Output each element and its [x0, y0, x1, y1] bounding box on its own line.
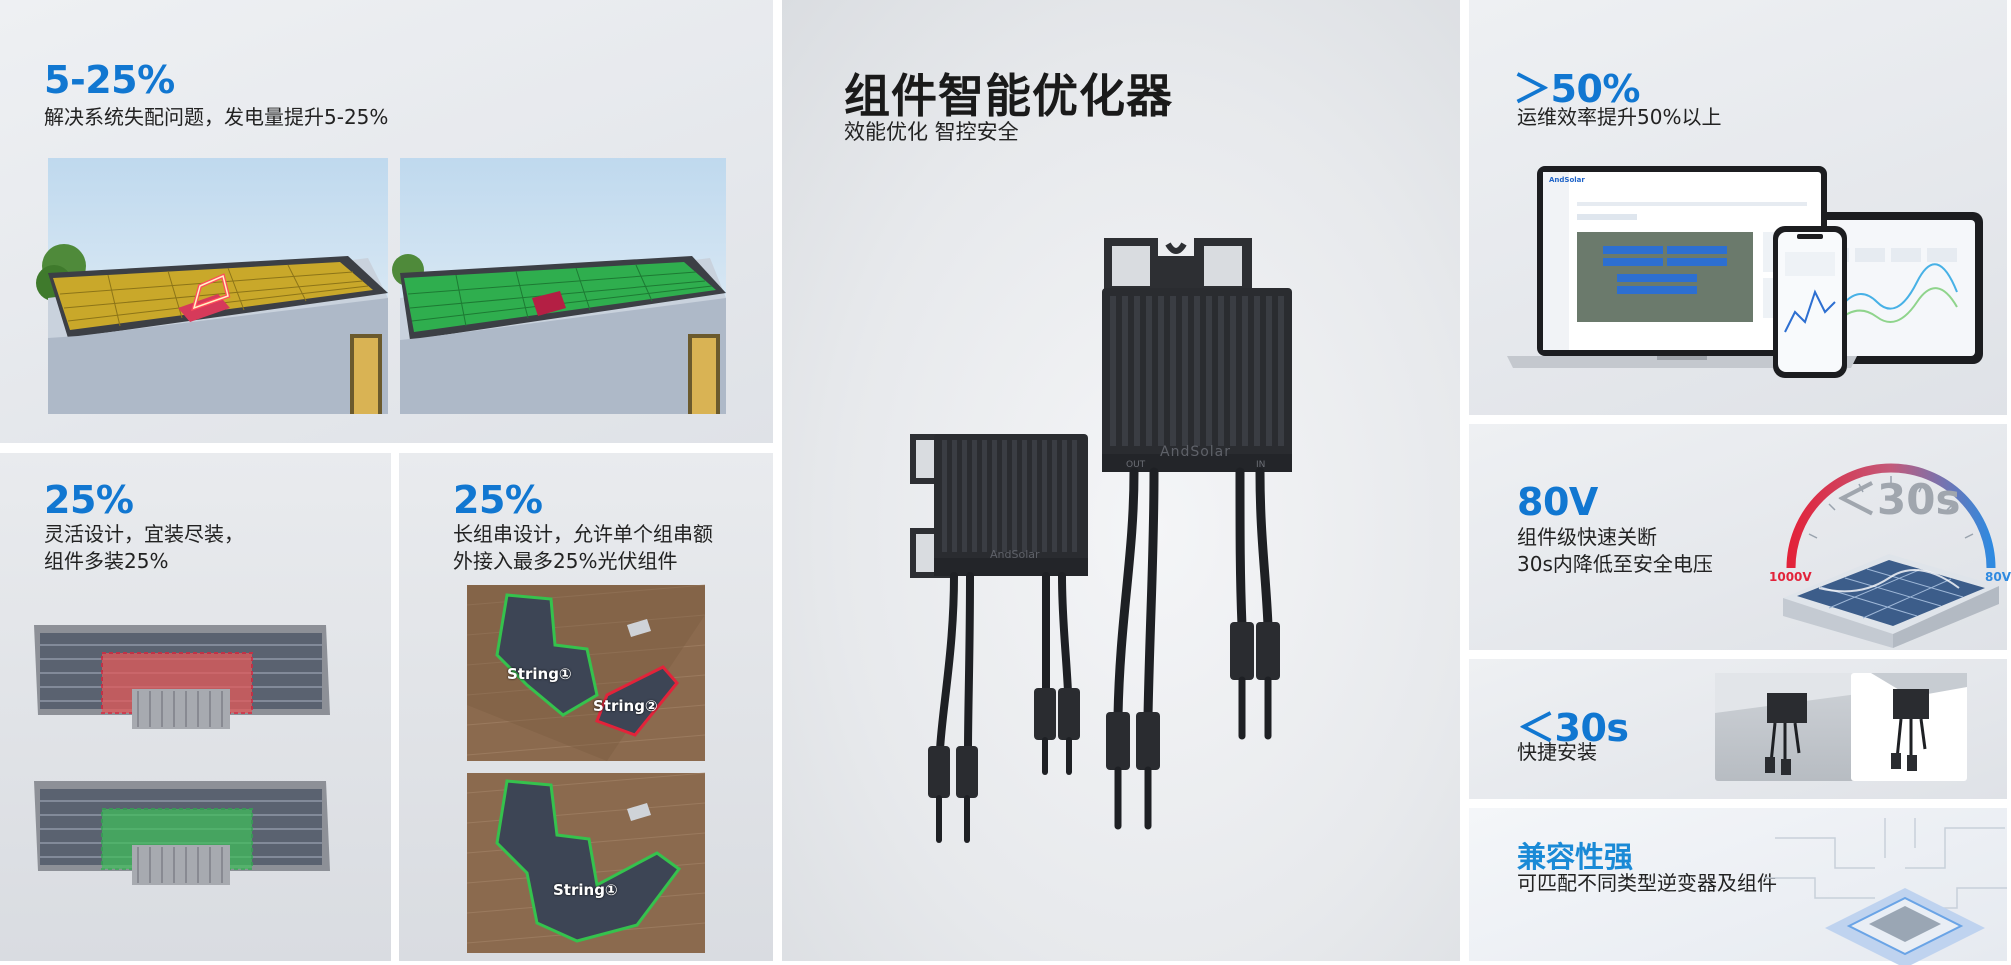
string1b-label: String①	[553, 881, 618, 899]
shutdown-stat: 80V	[1517, 480, 1598, 524]
panel-install: ＜30s 快捷安装	[1469, 659, 2007, 799]
flexible-stat: 25%	[44, 478, 134, 522]
string1-label: String①	[507, 665, 572, 683]
optimizer-port-in: IN	[1256, 460, 1266, 470]
mismatch-stat: 5-25%	[44, 58, 175, 102]
flexible-desc-line1: 灵活设计，宜装尽装，	[44, 522, 244, 546]
install-stat: ＜30s	[1517, 706, 1629, 750]
efficiency-desc: 运维效率提升50%以上	[1517, 105, 1722, 129]
roof-string-image-bottom: String①	[466, 772, 706, 953]
shutdown-desc-line1: 组件级快速关断	[1517, 525, 1657, 549]
building-image-after	[34, 771, 330, 885]
panel-shutdown: 80V 组件级快速关断 30s内降低至安全电压	[1469, 424, 2011, 650]
panel-center-product: 组件智能优化器 效能优化 智控安全	[782, 0, 1460, 961]
page-subtitle: 效能优化 智控安全	[844, 120, 1019, 144]
app-brand-logo: AndSolar	[1549, 176, 1585, 184]
optimizer-small-image: AndSolar	[906, 430, 1092, 850]
compat-desc: 可匹配不同类型逆变器及组件	[1517, 871, 1777, 895]
page-title: 组件智能优化器	[844, 69, 1173, 123]
long-string-desc-line2: 外接入最多25%光伏组件	[453, 549, 678, 573]
panel-flexible: 25% 灵活设计，宜装尽装， 组件多装25%	[0, 453, 391, 961]
gauge-label-left: 1000V	[1769, 570, 1812, 584]
panel-efficiency: ＞50% 运维效率提升50%以上	[1469, 0, 2007, 415]
gauge-value: ＜30s	[1835, 475, 1961, 524]
shutdown-gauge-image: ＜30s 1000V 80V	[1769, 438, 2011, 648]
efficiency-stat: ＞50%	[1513, 67, 1640, 111]
install-photo-1	[1715, 673, 1865, 781]
optimizer-large-image: AndSolar OUT IN	[1100, 236, 1340, 836]
string2-label: String②	[593, 697, 658, 715]
optimizer-small-brand: AndSolar	[990, 548, 1040, 561]
install-photo-2	[1851, 673, 1967, 781]
install-desc: 快捷安装	[1517, 740, 1597, 764]
optimizer-port-out: OUT	[1126, 460, 1146, 470]
flexible-desc-line2: 组件多装25%	[44, 549, 169, 573]
chip-image	[1765, 818, 2007, 965]
roof-string-image-top: String① String②	[466, 584, 706, 761]
optimizer-large-brand: AndSolar	[1160, 444, 1232, 460]
mismatch-desc: 解决系统失配问题，发电量提升5-25%	[44, 105, 389, 129]
compat-stat: 兼容性强	[1517, 840, 1634, 874]
panel-long-string: 25% 长组串设计，允许单个组串额 外接入最多25%光伏组件 String① S…	[399, 453, 773, 961]
long-string-stat: 25%	[453, 478, 543, 522]
roof-image-mismatch	[36, 158, 388, 414]
panel-mismatch: 5-25% 解决系统失配问题，发电量提升5-25%	[0, 0, 773, 443]
shutdown-desc-line2: 30s内降低至安全电压	[1517, 552, 1713, 576]
long-string-desc-line1: 长组串设计，允许单个组串额	[453, 522, 713, 546]
roof-image-optimized	[392, 158, 726, 414]
monitoring-app-devices: AndSolar	[1507, 162, 1987, 382]
building-image-before	[34, 615, 330, 729]
panel-compat: 兼容性强 可匹配不同类型逆变器及组件	[1469, 808, 2007, 965]
gauge-label-right: 80V	[1985, 570, 2011, 584]
